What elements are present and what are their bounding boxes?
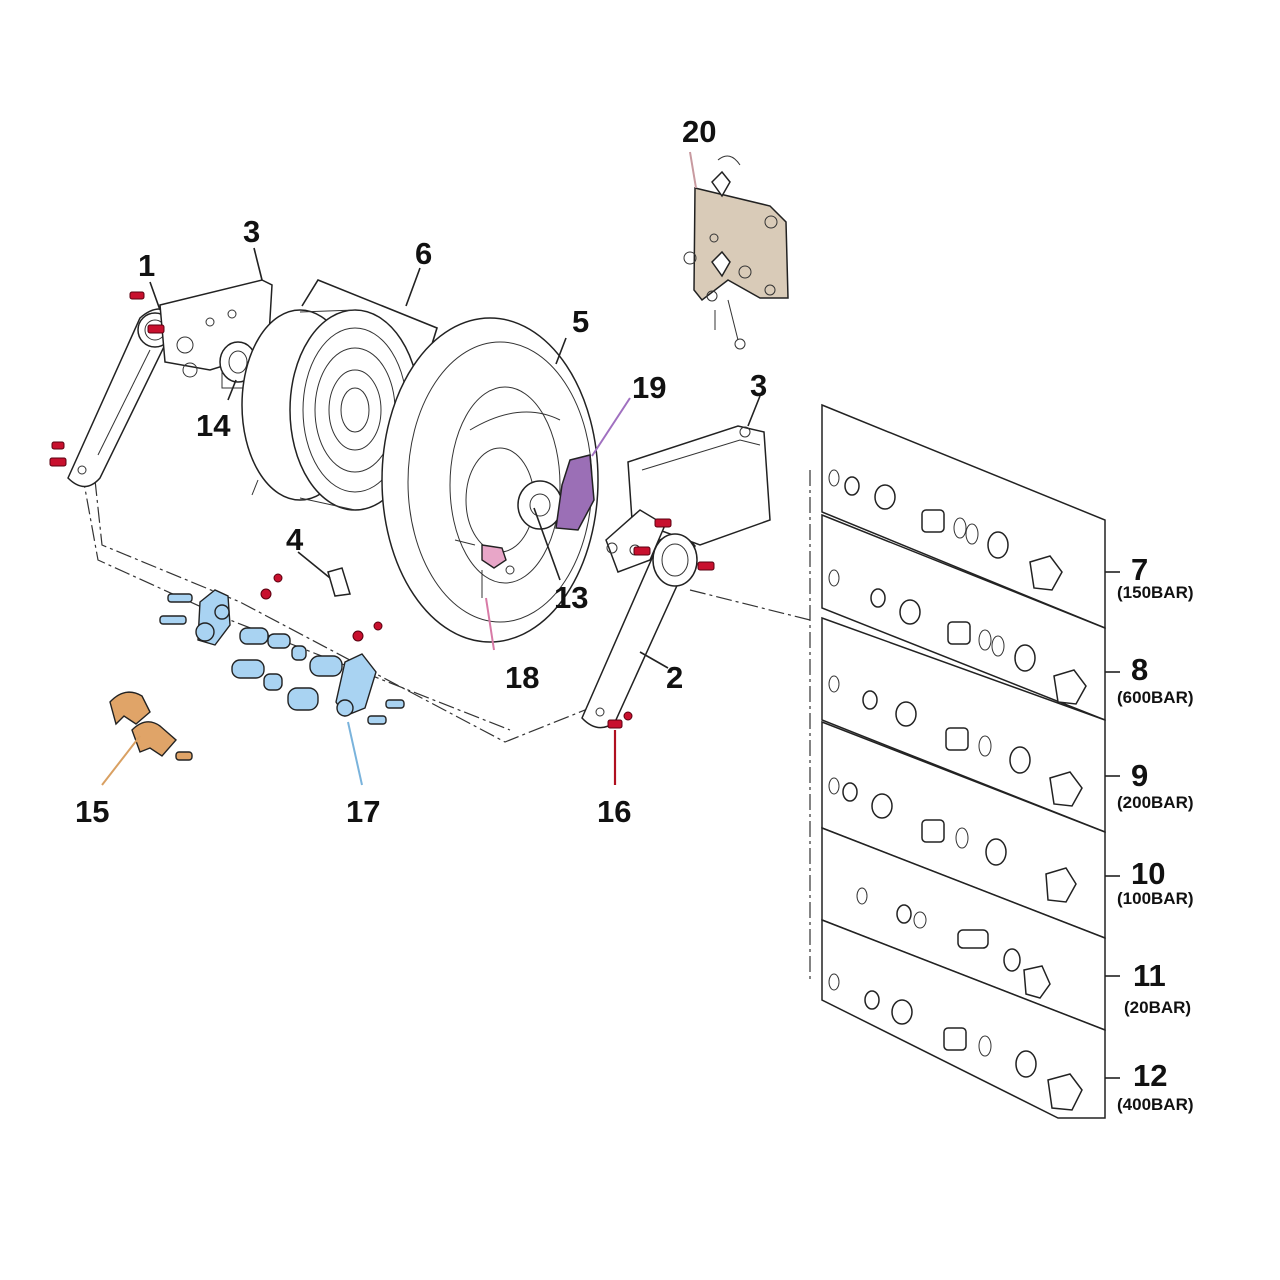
hose-clamp: [109, 691, 193, 761]
kit-7-number: 7: [1131, 552, 1148, 587]
callout-14: 14: [196, 408, 231, 443]
hose-drum: [381, 317, 599, 643]
callout-5: 5: [572, 304, 589, 339]
inlet-kit-panels: [821, 403, 1106, 1119]
callout-13: 13: [554, 580, 588, 615]
kit-9-pressure: (200BAR): [1117, 793, 1194, 812]
wall-mount-plate: [683, 155, 789, 350]
callout-2: 2: [666, 660, 683, 695]
kit-8-number: 8: [1131, 652, 1148, 687]
kit-12-pressure: (400BAR): [1117, 1095, 1194, 1114]
callout-17: 17: [346, 794, 380, 829]
callout-15: 15: [75, 794, 109, 829]
spring-clip: [327, 567, 351, 597]
callout-3-left: 3: [243, 214, 260, 249]
cam-plate: [555, 454, 595, 531]
callout-16: 16: [597, 794, 631, 829]
latch-pawl: [481, 544, 515, 598]
right-arm: [581, 509, 698, 729]
inlet-chain-line: [689, 470, 811, 980]
pivot-pin-assembly: [159, 589, 405, 725]
callout-3-right: 3: [750, 368, 767, 403]
kit-12-number: 12: [1133, 1058, 1167, 1093]
kit-9-number: 9: [1131, 758, 1148, 793]
kit-10-number: 10: [1131, 856, 1165, 891]
kit-11-pressure: (20BAR): [1124, 998, 1191, 1017]
callout-19: 19: [632, 370, 666, 405]
fastener-set: [49, 291, 715, 729]
callout-4: 4: [286, 522, 304, 557]
left-arm: [67, 308, 179, 488]
callout-18: 18: [505, 660, 539, 695]
kit-11-number: 11: [1133, 958, 1166, 993]
callout-1: 1: [138, 248, 155, 283]
callout-20: 20: [682, 114, 716, 149]
kit-7-pressure: (150BAR): [1117, 583, 1194, 602]
swivel-components: [828, 469, 1087, 1111]
kit-8-pressure: (600BAR): [1117, 688, 1194, 707]
leader-lines: [101, 151, 1120, 1079]
kit-labels: 7 (150BAR) 8 (600BAR) 9 (200BAR) 10 (100…: [1117, 552, 1194, 1114]
assembly-chain-line: [94, 479, 611, 743]
kit-10-pressure: (100BAR): [1117, 889, 1194, 908]
callout-6: 6: [415, 236, 432, 271]
